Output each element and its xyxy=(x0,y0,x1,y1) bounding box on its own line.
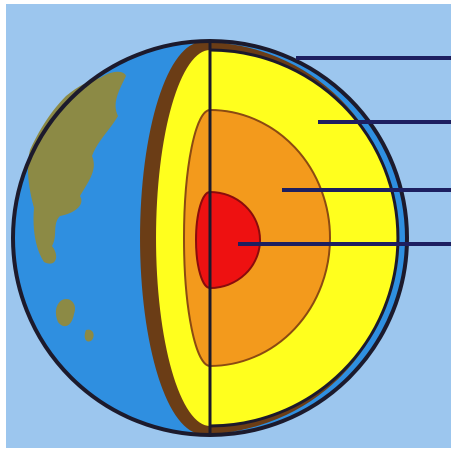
globe xyxy=(13,40,407,436)
